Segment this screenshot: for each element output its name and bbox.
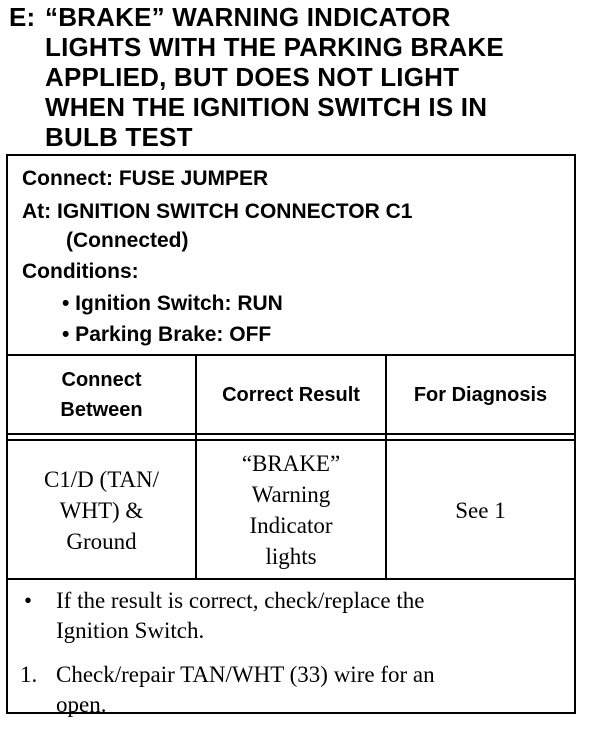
procedure-box: Connect: FUSE JUMPER At: IGNITION SWITCH… <box>6 154 576 717</box>
note-text-2: Check/repair TAN/WHT (33) wire for an op… <box>56 660 566 720</box>
heading-line-2: LIGHTS WITH THE PARKING BRAKE <box>45 32 504 62</box>
cell-correct-result: “BRAKE” Warning Indicator lights <box>197 442 385 578</box>
condition-ignition: • Ignition Switch: RUN <box>62 292 283 315</box>
heading-prefix: E: <box>9 2 36 32</box>
table-header-divider <box>6 433 576 435</box>
conditions-label: Conditions: <box>22 260 139 283</box>
table-bottom-border <box>6 578 576 580</box>
heading-line-1: E: “BRAKE” WARNING INDICATOR <box>9 2 569 32</box>
note-text-1: If the result is correct, check/replace … <box>56 586 566 646</box>
connect-line: Connect: FUSE JUMPER <box>22 167 269 190</box>
heading-line-3: APPLIED, BUT DOES NOT LIGHT <box>45 62 460 92</box>
header-connect-between-line-1: Connect <box>61 368 142 391</box>
heading-line-4: WHEN THE IGNITION SWITCH IS IN <box>45 92 488 122</box>
connect-instructions: Connect: FUSE JUMPER At: IGNITION SWITCH… <box>8 156 574 356</box>
note-1-line-1: If the result is correct, check/replace … <box>56 588 425 613</box>
cell-connect-between-line-3: Ground <box>66 528 137 554</box>
heading-text-1: “BRAKE” WARNING INDICATOR <box>45 2 451 32</box>
table-top-border <box>6 354 576 356</box>
cell-connect-between-line-2: WHT) & <box>59 497 144 523</box>
at-sub-line: (Connected) <box>66 229 189 252</box>
note-bullet: • <box>24 588 33 613</box>
header-connect-between-line-2: Between <box>60 398 143 421</box>
note-2-line-1: Check/repair TAN/WHT (33) wire for an <box>56 662 435 687</box>
cell-correct-result-line-2: Warning <box>251 482 331 507</box>
cell-correct-result-line-4: lights <box>265 544 317 569</box>
note-2-line-2: open. <box>56 692 107 717</box>
table-column-divider-2 <box>385 356 387 578</box>
cell-connect-between-line-1: C1/D (TAN/ <box>43 466 160 492</box>
section-heading: E: “BRAKE” WARNING INDICATOR LIGHTS WITH … <box>9 2 569 152</box>
table-header-divider-double <box>6 439 576 441</box>
header-for-diagnosis: For Diagnosis <box>413 383 548 406</box>
cell-for-diagnosis: See 1 <box>455 497 506 523</box>
condition-parking-brake: • Parking Brake: OFF <box>62 323 272 346</box>
header-correct-result: Correct Result <box>222 383 360 406</box>
cell-connect-between: C1/D (TAN/ WHT) & Ground <box>8 442 195 578</box>
at-line: At: IGNITION SWITCH CONNECTOR C1 <box>22 200 413 223</box>
heading-line-5: BULB TEST <box>45 122 193 152</box>
cell-correct-result-line-1: “BRAKE” <box>241 451 341 476</box>
note-1-line-2: Ignition Switch. <box>56 618 205 643</box>
note-number: 1. <box>20 662 38 687</box>
header-connect-between: Connect Between <box>8 356 195 433</box>
table-column-divider-1 <box>195 356 197 578</box>
cell-correct-result-line-3: Indicator <box>249 513 333 538</box>
